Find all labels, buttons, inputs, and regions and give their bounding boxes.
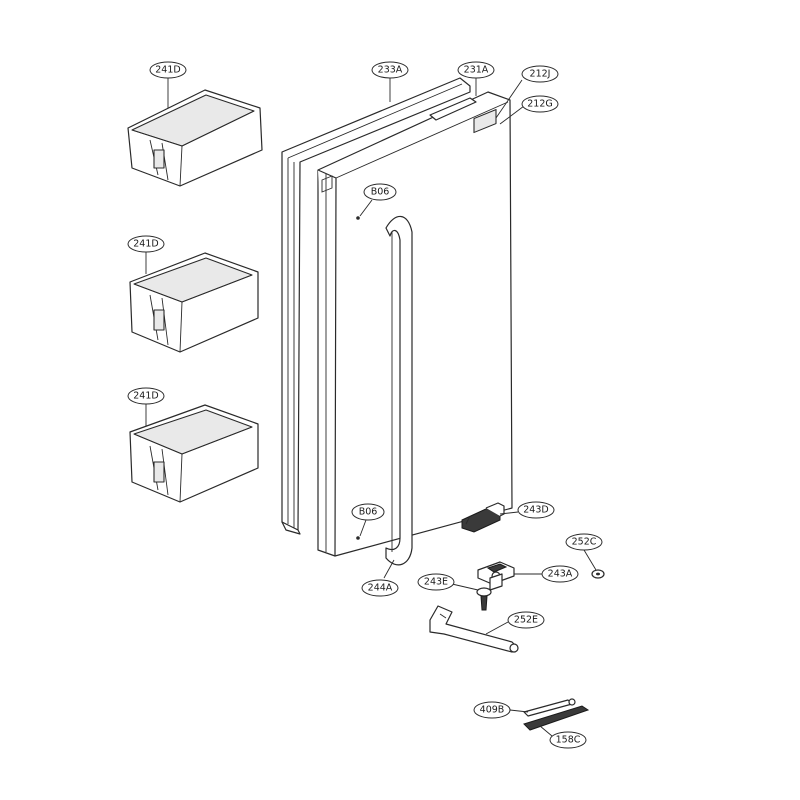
svg-text:241D: 241D xyxy=(155,65,180,76)
callout-409b: 409B xyxy=(473,701,511,719)
svg-text:243A: 243A xyxy=(548,569,573,580)
hinge xyxy=(477,561,515,591)
svg-text:212G: 212G xyxy=(527,99,553,110)
callout-158c: 158C xyxy=(549,731,587,749)
callout-243d: 243D xyxy=(517,501,555,519)
screw-top xyxy=(356,216,360,220)
callout-231a: 231A xyxy=(457,61,495,79)
wrench xyxy=(429,605,519,653)
svg-text:252E: 252E xyxy=(514,615,538,626)
svg-text:244A: 244A xyxy=(368,583,393,594)
callout-243e: 243E xyxy=(417,573,455,591)
callout-212j: 212J xyxy=(521,65,559,83)
cord xyxy=(523,698,576,717)
bushing xyxy=(476,587,492,611)
svg-text:243D: 243D xyxy=(523,505,548,516)
callout-252c: 252C xyxy=(565,533,603,551)
screw-bottom xyxy=(356,536,360,540)
callout-b06-bottom: B06 xyxy=(351,503,385,521)
door-bin-top xyxy=(127,89,263,187)
callout-244a: 244A xyxy=(361,579,399,597)
svg-text:158C: 158C xyxy=(556,735,581,746)
svg-text:252C: 252C xyxy=(572,537,597,548)
washer xyxy=(591,569,605,579)
leader-lines xyxy=(145,78,597,737)
hinge-cover xyxy=(461,502,505,533)
svg-text:241D: 241D xyxy=(133,239,158,250)
svg-text:231A: 231A xyxy=(464,65,489,76)
door-gasket xyxy=(281,77,471,535)
callout-233a: 233A xyxy=(371,61,409,79)
callout-243a: 243A xyxy=(541,565,579,583)
svg-text:243E: 243E xyxy=(424,577,448,588)
door-handle xyxy=(385,215,413,566)
callout-241d-middle: 241D xyxy=(127,235,165,253)
callout-241d-top: 241D xyxy=(149,61,187,79)
svg-text:B06: B06 xyxy=(371,187,390,198)
door-bin-middle xyxy=(129,252,259,353)
svg-text:409B: 409B xyxy=(480,705,505,716)
strip xyxy=(523,705,590,731)
callout-252e: 252E xyxy=(507,611,545,629)
callout-b06-top: B06 xyxy=(363,183,397,201)
svg-text:241D: 241D xyxy=(133,391,158,402)
door-panel xyxy=(317,91,513,557)
svg-text:B06: B06 xyxy=(359,507,378,518)
callout-212g: 212G xyxy=(521,95,559,113)
callout-241d-bottom: 241D xyxy=(127,387,165,405)
svg-text:233A: 233A xyxy=(378,65,403,76)
svg-text:212J: 212J xyxy=(530,69,551,80)
door-bin-bottom xyxy=(129,404,259,503)
